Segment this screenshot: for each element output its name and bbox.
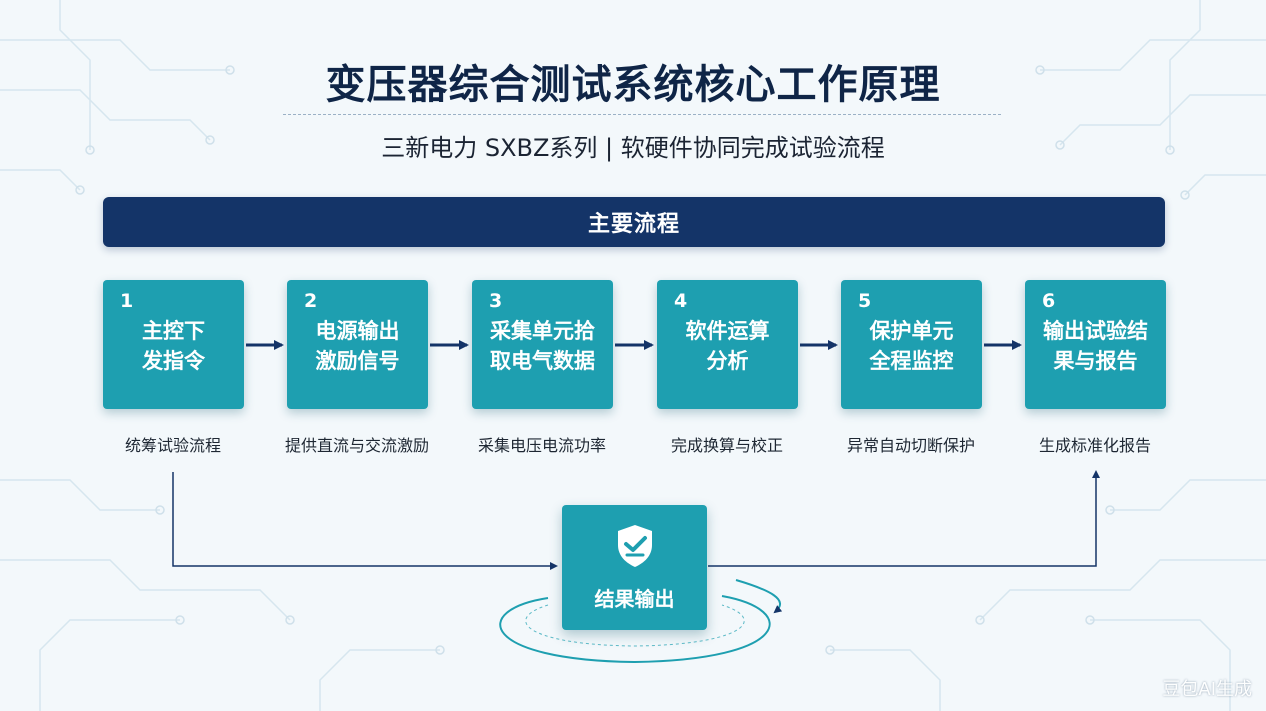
page-title: 变压器综合测试系统核心工作原理 — [325, 62, 941, 108]
step-number: 6 — [1042, 290, 1056, 312]
step-box-2: 2 电源输出 激励信号 — [287, 280, 428, 409]
step-label: 软件运算 分析 — [685, 319, 770, 373]
step-box-5: 5 保护单元 全程监控 — [841, 280, 982, 409]
step-number: 2 — [304, 290, 318, 312]
step-description-2: 提供直流与交流激励 — [284, 436, 429, 455]
main-process-banner: 主要流程 — [103, 197, 1165, 247]
step-label: 电源输出 激励信号 — [315, 319, 400, 373]
banner-label: 主要流程 — [587, 212, 680, 237]
step-number: 5 — [858, 290, 872, 312]
step-box-3: 3 采集单元拾 取电气数据 — [472, 280, 613, 409]
watermark: 豆包AI生成 — [1162, 679, 1252, 700]
title-divider — [283, 114, 1001, 115]
result-label: 结果输出 — [594, 587, 675, 611]
step-label: 输出试验结 果与报告 — [1043, 319, 1148, 373]
step-description-4: 完成换算与校正 — [670, 436, 783, 455]
step-description-5: 异常自动切断保护 — [846, 436, 975, 455]
result-output-box: 结果输出 — [562, 505, 707, 630]
step-description-1: 统筹试验流程 — [124, 436, 221, 455]
step-number: 4 — [674, 290, 688, 312]
step-label: 采集单元拾 取电气数据 — [490, 319, 595, 373]
step-box-1: 1 主控下 发指令 — [103, 280, 244, 409]
step-box-4: 4 软件运算 分析 — [657, 280, 798, 409]
step-description-6: 生成标准化报告 — [1038, 436, 1151, 455]
step-number: 3 — [489, 290, 503, 312]
step-label: 保护单元 全程监控 — [869, 319, 954, 373]
page-subtitle: 三新电力 SXBZ系列 | 软硬件协同完成试验流程 — [381, 134, 885, 162]
step-number: 1 — [120, 290, 134, 312]
step-box-6: 6 输出试验结 果与报告 — [1025, 280, 1166, 409]
step-label: 主控下 发指令 — [142, 319, 205, 373]
step-description-3: 采集电压电流功率 — [477, 436, 606, 455]
shield-check-icon — [618, 525, 652, 567]
